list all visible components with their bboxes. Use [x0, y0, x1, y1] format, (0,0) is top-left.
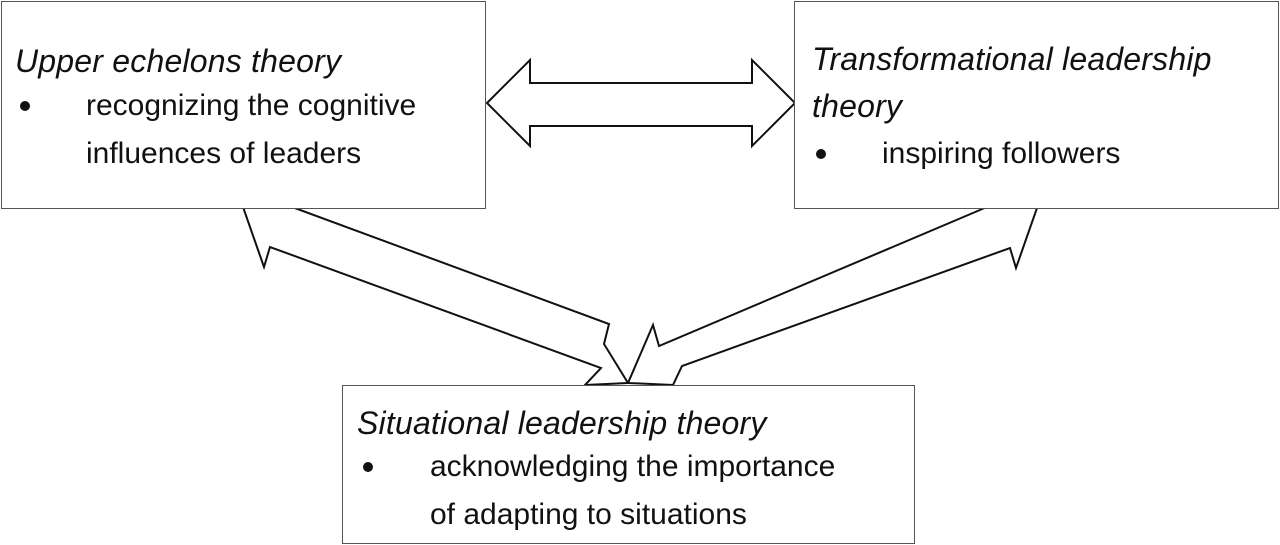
upper-echelons-bullet-line-2: influences of leaders — [86, 137, 362, 170]
transformational-title-line-1: Transformational leadership — [812, 41, 1212, 77]
transformational-box — [794, 1, 1279, 209]
situational-bullet-line-2: of adapting to situations — [430, 498, 747, 531]
upper-echelons-bullet-line-1: recognizing the cognitive — [86, 89, 417, 122]
situational-title: Situational leadership theory — [357, 405, 767, 441]
transformational-title-line-2: theory — [812, 88, 903, 124]
bullet-icon — [816, 149, 826, 159]
situational-bullet-line-1: acknowledging the importance — [430, 450, 836, 483]
transformational-bullet-line-1: inspiring followers — [882, 137, 1121, 170]
arrow-situational-to-upper — [241, 183, 630, 387]
upper-echelons-box — [1, 1, 486, 209]
double-arrow-upper-transform — [485, 57, 797, 149]
situational-box — [342, 385, 915, 544]
bullet-icon — [363, 462, 373, 472]
arrow-situational-to-transform — [626, 185, 1039, 387]
bullet-icon — [20, 101, 30, 111]
upper-echelons-title: Upper echelons theory — [15, 43, 342, 79]
